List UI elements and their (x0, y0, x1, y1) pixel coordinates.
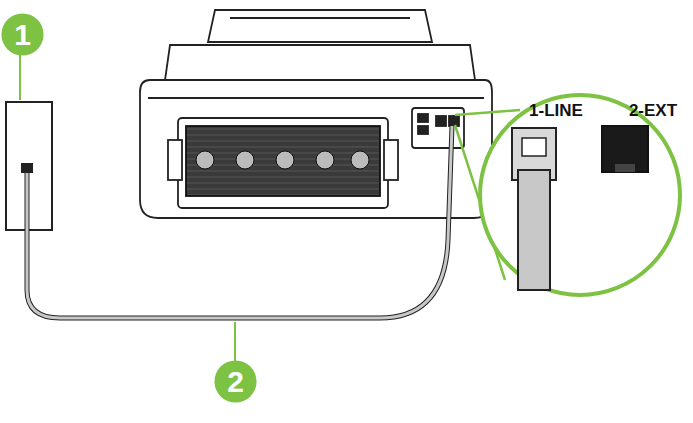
magnifier-line (455, 110, 520, 115)
gear (276, 151, 294, 169)
callout-bubble: 1 (1, 13, 44, 56)
phone-cable-core (27, 126, 452, 318)
callout-number: 2 (214, 360, 257, 403)
callout-bubble: 2 (214, 360, 257, 403)
leader-line (234, 322, 236, 362)
ext-port (602, 126, 648, 172)
gear (351, 151, 369, 169)
port-label: 2-EXT (629, 101, 677, 121)
magnifier-circle (480, 95, 680, 295)
line-port-plug (512, 128, 556, 290)
wall-jack (21, 163, 33, 173)
callout-number: 1 (1, 13, 44, 56)
gear (316, 151, 334, 169)
printer (140, 10, 492, 218)
leader-line (19, 50, 21, 100)
gear (236, 151, 254, 169)
port-label: 1-LINE (529, 101, 583, 121)
phone-cable (27, 126, 452, 318)
gear (196, 151, 214, 169)
